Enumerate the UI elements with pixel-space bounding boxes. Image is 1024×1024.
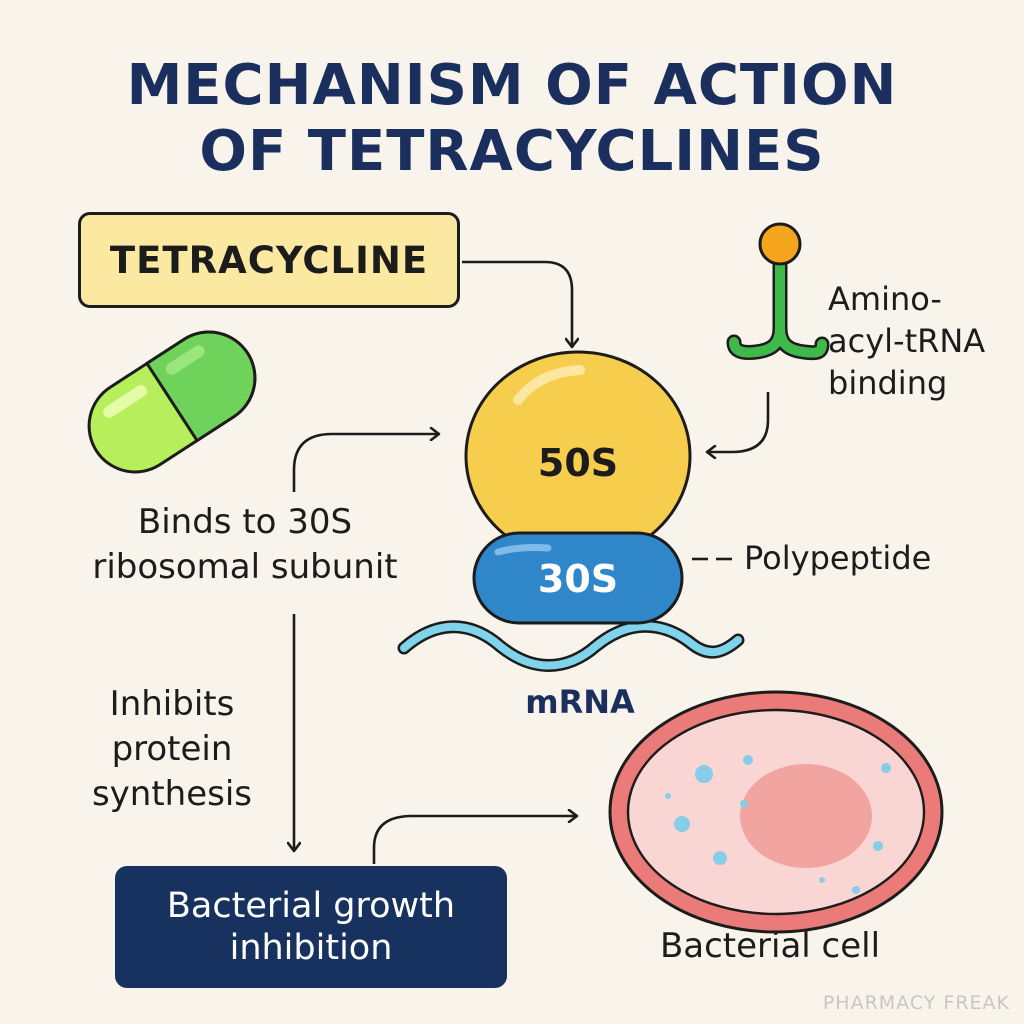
binds-label-line2: ribosomal subunit xyxy=(92,547,398,587)
arrow-drug-to-ribosome xyxy=(462,260,572,346)
bacterial-cell-icon xyxy=(608,690,944,934)
arrow-trna-to-ribosome xyxy=(708,392,770,452)
watermark: PHARMACY FREAK xyxy=(822,992,1010,1014)
trna-label: Amino- acyl-tRNA binding xyxy=(828,278,1018,404)
binds-to-30s-label: Binds to 30S ribosomal subunit xyxy=(70,500,420,590)
arrow-outcome-to-cell xyxy=(372,816,576,864)
capsule-icon xyxy=(87,330,257,474)
inhibits-label-line3: synthesis xyxy=(91,774,253,814)
arrow-binds-to-ribosome xyxy=(292,434,438,492)
label-50s: 50S xyxy=(538,441,618,485)
trna-label-line2: acyl-tRNA xyxy=(828,322,986,360)
inhibits-label-line1: Inhibits xyxy=(109,684,235,724)
outcome-line2: inhibition xyxy=(229,928,393,968)
trna-icon xyxy=(726,222,830,361)
bacterial-cell-label: Bacterial cell xyxy=(659,926,881,966)
trna-label-line3: binding xyxy=(828,364,948,402)
inhibits-label-line2: protein xyxy=(111,729,233,769)
polypeptide-label: Polypeptide xyxy=(744,539,932,577)
mrna-label: mRNA xyxy=(525,683,635,721)
label-30s: 30S xyxy=(538,557,618,601)
page-title-line1: MECHANISM OF ACTION xyxy=(126,53,898,118)
page-title-line2: OF TETRACYCLINES xyxy=(199,119,825,184)
subunit-50s xyxy=(464,350,692,562)
subunit-30s xyxy=(472,531,684,625)
bacterial-growth-inhibition-box: Bacterial growth inhibition xyxy=(115,866,507,988)
outcome-line1: Bacterial growth xyxy=(166,886,456,926)
trna-label-line1: Amino- xyxy=(828,280,942,318)
binds-label-line1: Binds to 30S xyxy=(137,502,353,542)
inhibits-protein-synthesis-label: Inhibits protein synthesis xyxy=(82,682,262,817)
tetracycline-box: TETRACYCLINE xyxy=(78,212,460,308)
